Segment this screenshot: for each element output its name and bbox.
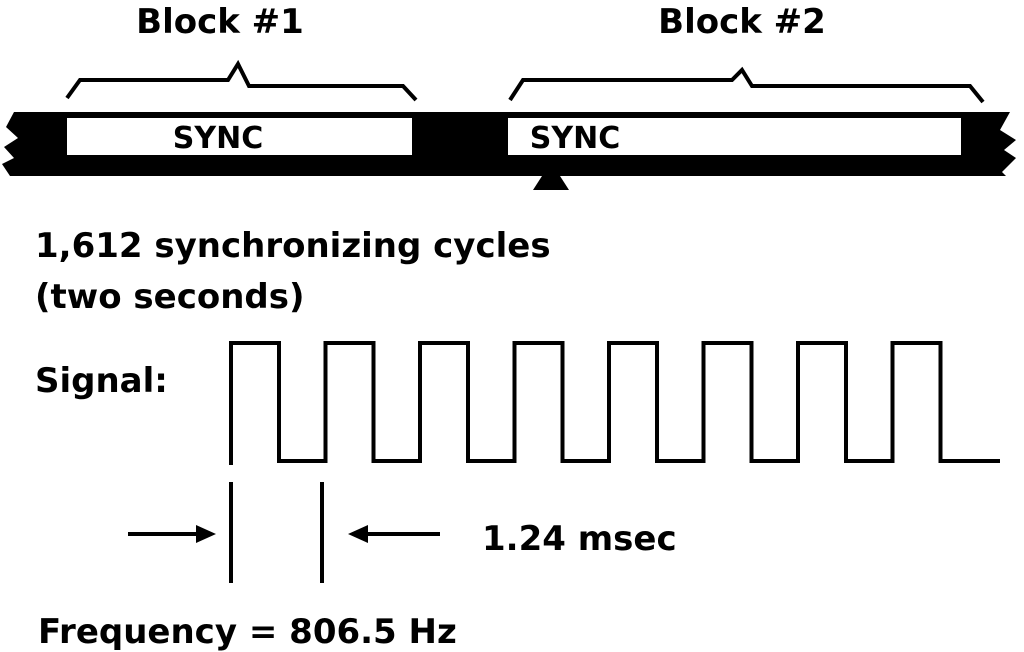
square-wave-signal: [229, 341, 1000, 465]
block-1-sync-label: SYNC: [173, 121, 263, 156]
block-2-sync-label: SYNC: [530, 121, 620, 156]
sync-duration-text: (two seconds): [35, 277, 305, 317]
position-marker: [533, 162, 569, 190]
block-2-brace: [508, 66, 985, 104]
block-1-brace: [65, 59, 418, 102]
block-1-title: Block #1: [136, 2, 304, 42]
block-2-sync-segment: [508, 118, 961, 155]
period-arrow-right-head: [348, 525, 368, 543]
block-1-sync-segment: [67, 118, 412, 155]
period-arrow-left-head: [196, 525, 216, 543]
frequency-label: Frequency = 806.5 Hz: [38, 612, 457, 652]
period-label: 1.24 msec: [482, 519, 677, 559]
block-2-title: Block #2: [658, 2, 826, 42]
sync-cycles-text: 1,612 synchronizing cycles: [35, 226, 551, 266]
signal-label: Signal:: [35, 361, 168, 401]
